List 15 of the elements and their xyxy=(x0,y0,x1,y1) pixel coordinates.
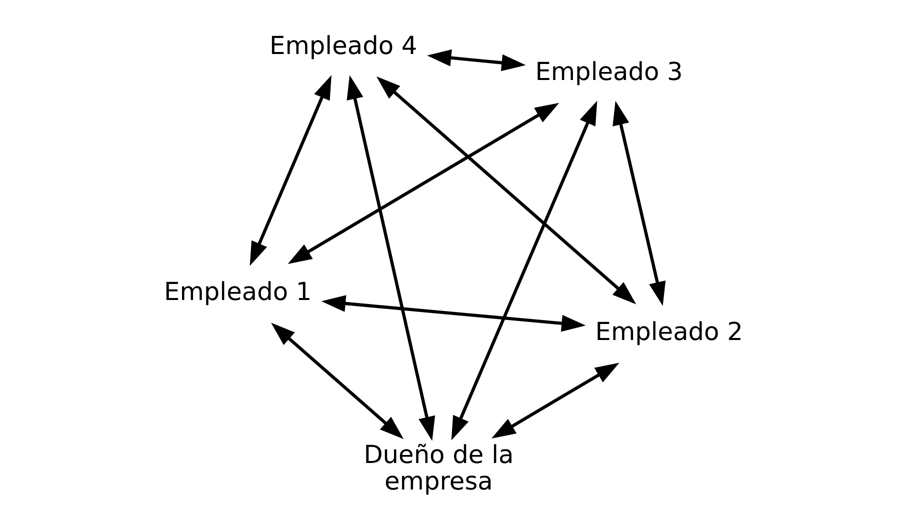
arrow xyxy=(288,102,560,264)
arrow xyxy=(376,76,636,304)
arrow xyxy=(492,362,620,439)
arrow xyxy=(321,295,586,332)
arrow xyxy=(250,75,332,266)
node-text: Empleado 3 xyxy=(535,56,683,86)
node-text: Empleado 4 xyxy=(270,30,418,60)
arrow xyxy=(346,75,436,441)
node-text: Empleado 2 xyxy=(595,316,743,346)
arrow xyxy=(427,49,526,72)
node-text: Empleado 1 xyxy=(164,277,312,306)
arrow xyxy=(612,100,666,306)
arrow xyxy=(451,100,598,440)
arrow xyxy=(271,322,404,440)
node-text: Dueño de la empresa xyxy=(364,440,514,496)
